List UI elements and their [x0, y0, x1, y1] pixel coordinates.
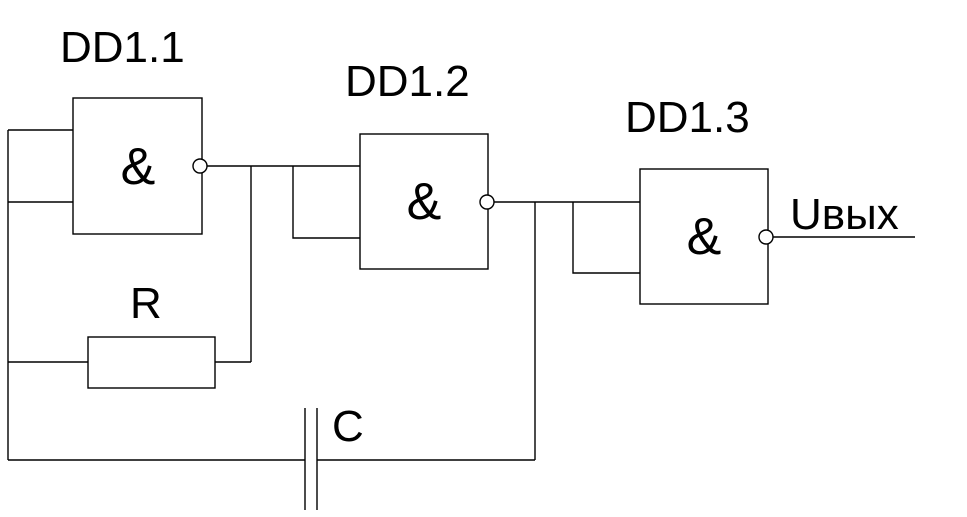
output-label: Uвых	[790, 190, 899, 239]
gate-dd1-2: & DD1.2	[345, 57, 495, 270]
gate-dd1-1-symbol: &	[121, 138, 156, 196]
gate-dd1-2-symbol: &	[407, 173, 442, 231]
capacitor-label: C	[332, 402, 364, 451]
gate-dd1-3-symbol: &	[687, 208, 722, 266]
wires	[7, 129, 915, 461]
gate-dd1-3-inverter-bubble	[758, 229, 774, 245]
gate-dd1-3-body	[639, 168, 769, 305]
gate-dd1-3-label: DD1.3	[625, 93, 750, 142]
gate-dd1-1-inverter-bubble	[192, 158, 208, 174]
gate-dd1-1-label: DD1.1	[60, 23, 185, 72]
resistor-r: R	[87, 279, 216, 389]
gate-dd1-2-label: DD1.2	[345, 57, 470, 106]
resistor-body	[87, 336, 216, 389]
gate-dd1-3: & DD1.3	[625, 93, 774, 305]
gate-dd1-1: & DD1.1	[60, 23, 208, 235]
wire-dd13-in2	[572, 202, 640, 274]
resistor-label: R	[130, 279, 162, 328]
gate-dd1-2-inverter-bubble	[479, 194, 495, 210]
wire-dd12-in2	[292, 166, 360, 239]
capacitor-c: C	[304, 402, 364, 510]
